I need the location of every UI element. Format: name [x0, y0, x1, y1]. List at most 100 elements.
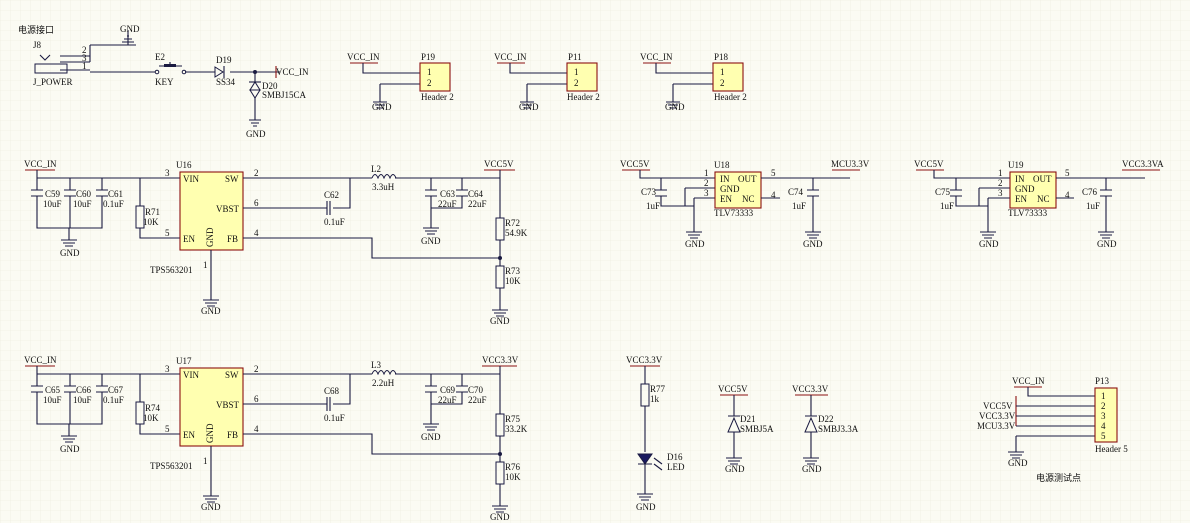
- p11-ref: P11: [568, 52, 582, 62]
- e2-value: KEY: [155, 77, 174, 87]
- u16-pin-gnd: GND: [205, 227, 215, 247]
- u17-pin-fb: FB: [227, 430, 238, 440]
- p18-pin-1: 1: [720, 67, 725, 77]
- d22-triangle: [804, 416, 818, 433]
- u16-divider-wires: [243, 170, 508, 317]
- u17-pin-sw: SW: [225, 370, 239, 380]
- u18-pin-in: IN: [720, 174, 730, 184]
- vcc-in-label: VCC_IN: [640, 52, 673, 62]
- key-switch-symbol: [154, 62, 187, 75]
- u18-output-wires: [761, 177, 850, 239]
- u18-pin-out: OUT: [738, 174, 757, 184]
- led-wires: [637, 366, 653, 501]
- u19-pin-nc: NC: [1037, 194, 1050, 204]
- j8-jack-body: [34, 63, 68, 74]
- u17-value: TPS563201: [150, 461, 193, 471]
- u16-body: [179, 171, 244, 251]
- u17-pinnum-2: 2: [254, 364, 259, 374]
- p11-wires: [509, 63, 567, 109]
- c73-value: 1uF: [646, 201, 660, 211]
- r73-ref: R73: [505, 266, 521, 276]
- buck-converter-u16: VCC_IN C59 10uF C60 10uF C61 0.1uF GND R…: [24, 159, 528, 326]
- r77-body: [640, 383, 650, 407]
- d16-value: LED: [667, 462, 685, 472]
- d20-value: SMBJ15CA: [262, 90, 307, 100]
- header-p18: VCC_IN 1 2 P18 Header 2 GND: [640, 52, 747, 112]
- input-caps: [31, 385, 108, 393]
- c67-value: 0.1uF: [103, 395, 124, 405]
- u19-ref: U19: [1008, 160, 1024, 170]
- j8-value: J_POWER: [33, 77, 73, 87]
- test-header-p13: VCC_IN VCC5V VCC3.3V MCU3.3V GND 1 2 3 4…: [977, 376, 1128, 484]
- c68-ref: C68: [324, 386, 340, 396]
- u17-output-caps: [423, 374, 468, 431]
- u16-pinnum-2: 2: [254, 168, 259, 178]
- mcu33v-label: MCU3.3V: [977, 421, 1016, 431]
- r72-value: 54.9K: [505, 228, 528, 238]
- c76-value: 1uF: [1086, 201, 1100, 211]
- gnd-label: GND: [725, 464, 745, 474]
- u18-pinnum-5: 5: [771, 168, 776, 178]
- c67-ref: C67: [108, 385, 124, 395]
- junction-dot: [498, 452, 502, 456]
- u16-pinnum-3: 3: [165, 168, 170, 178]
- buck-converter-u17: VCC_IN C65 10uF C66 10uF C67 0.1uF GND R…: [24, 355, 528, 522]
- r77-ref: R77: [650, 384, 666, 394]
- r71-ref: R71: [145, 207, 160, 217]
- p19-body: [419, 62, 451, 92]
- r74-wires: [139, 374, 180, 435]
- u16-input-wires: [36, 170, 180, 247]
- mcu33v-label: MCU3.3V: [831, 159, 870, 169]
- u17-pinnum-5: 5: [165, 424, 170, 434]
- gnd-label: GND: [803, 239, 823, 249]
- vcc-in-label: VCC_IN: [1012, 376, 1045, 386]
- p13-ref: P13: [1095, 376, 1110, 386]
- r77-value: 1k: [650, 394, 660, 404]
- vcc-in-label: VCC_IN: [494, 52, 527, 62]
- j8-pin-1: 1: [82, 61, 87, 71]
- u19-pinnum-4: 4: [1065, 190, 1070, 200]
- vcc33va-label: VCC3.3VA: [1122, 159, 1164, 169]
- l2-ref: L2: [371, 164, 381, 174]
- p19-ref: P19: [421, 52, 436, 62]
- u17-input-wires: [36, 366, 180, 443]
- u17-pinnum-4: 4: [254, 424, 259, 434]
- u19-pinnum-2: 2: [998, 178, 1003, 188]
- c75-ref: C75: [935, 187, 951, 197]
- r75-value: 33.2K: [505, 424, 528, 434]
- p19-value: Header 2: [421, 92, 454, 102]
- gnd-label: GND: [802, 464, 822, 474]
- u19-pinnum-3: 3: [998, 188, 1003, 198]
- tvs-d22: VCC3.3V D22 SMBJ3.3A GND: [792, 384, 859, 474]
- u17-divider-wires: [243, 366, 508, 513]
- u17-ref: U17: [176, 356, 192, 366]
- led-indicator: VCC3.3V R77 1k D16 LED GND: [626, 355, 685, 512]
- u18-body: [714, 171, 762, 209]
- vcc33v-label: VCC3.3V: [482, 355, 519, 365]
- ldo-u19: VCC5V C75 1uF GND U19 IN OUT GND EN NC 1…: [914, 159, 1164, 249]
- u19-body: [1009, 171, 1057, 209]
- u16-ref: U16: [176, 160, 192, 170]
- c68-value: 0.1uF: [324, 413, 345, 423]
- u18-pinnum-3: 3: [704, 188, 709, 198]
- gnd-label: GND: [1008, 458, 1028, 468]
- d16-led-arrows: [638, 457, 663, 471]
- d22-ref: D22: [818, 414, 834, 424]
- u17-body: [179, 367, 244, 447]
- u19-pin-gnd: GND: [1015, 184, 1035, 194]
- p19-pin-2: 2: [427, 78, 432, 88]
- d16-ref: D16: [667, 452, 683, 462]
- u19-input-wires: [933, 170, 1010, 239]
- vcc-in-label: VCC_IN: [276, 67, 309, 77]
- u18-value: TLV73333: [714, 208, 754, 218]
- r71-wires: [139, 178, 180, 239]
- d20-ref: D20: [262, 81, 278, 91]
- c59-ref: C59: [45, 189, 61, 199]
- u16-pin-vin: VIN: [183, 174, 199, 184]
- c60-value: 10uF: [73, 199, 92, 209]
- p13-pin-1: 1: [1101, 391, 1106, 401]
- u16-pinnum-6: 6: [254, 198, 259, 208]
- vcc5v-label: VCC5V: [620, 159, 650, 169]
- c74-value: 1uF: [792, 201, 806, 211]
- p13-pin-2: 2: [1101, 401, 1106, 411]
